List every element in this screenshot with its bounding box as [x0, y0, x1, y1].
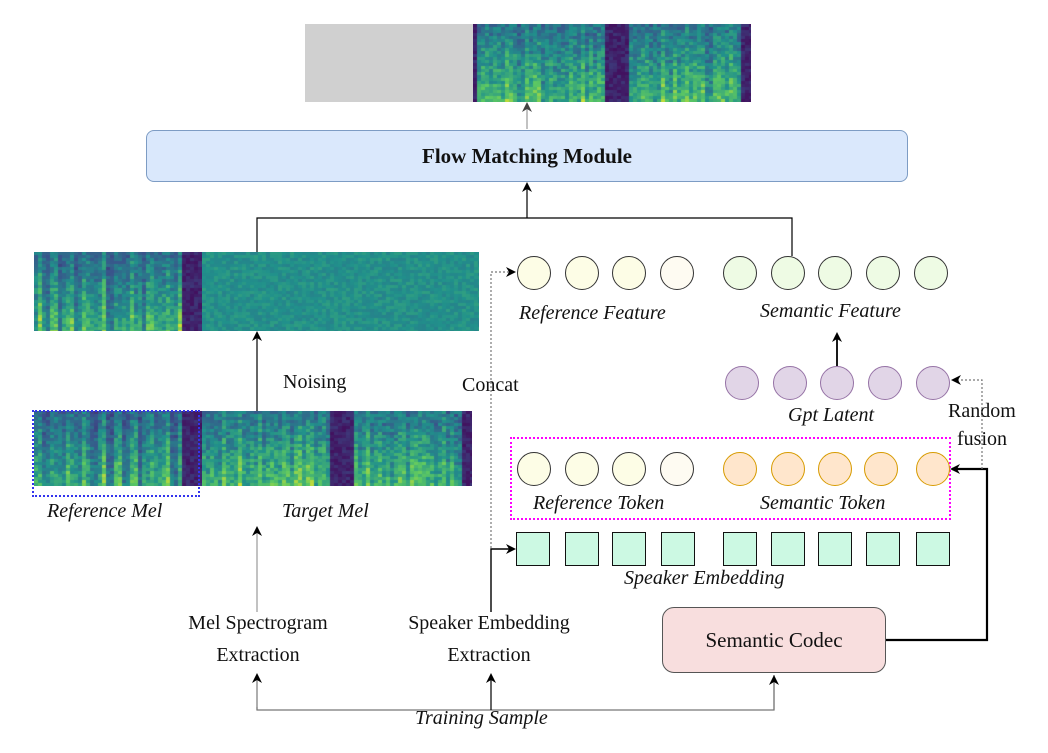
speaker-extraction-line2: Extraction — [447, 644, 531, 666]
gpt-latent-node — [820, 366, 854, 400]
reference-feature-node — [612, 256, 646, 290]
semantic-feature-node — [771, 256, 805, 290]
reference-feature-node — [660, 256, 694, 290]
semantic-feature-node — [866, 256, 900, 290]
reference-feature-node — [517, 256, 551, 290]
gpt-latent-node — [916, 366, 950, 400]
semantic-token-label: Semantic Token — [760, 492, 886, 514]
speaker-embedding-cell — [771, 532, 805, 566]
semantic-token-node — [771, 452, 805, 486]
reference-feature-node — [565, 256, 599, 290]
random-fusion-dotted-line — [951, 375, 983, 469]
masked-region — [305, 24, 473, 102]
speaker-embedding-cell — [723, 532, 757, 566]
speaker-embedding-cell — [818, 532, 852, 566]
reference-token-node — [612, 452, 646, 486]
gpt-latent-node — [725, 366, 759, 400]
noisy-mel-noise-part — [202, 252, 479, 331]
random-fusion-label-line1: Random — [948, 400, 1016, 422]
speaker-embedding-cell — [516, 532, 550, 566]
merge-line — [256, 217, 793, 256]
semantic-codec-label: Semantic Codec — [705, 627, 843, 652]
reference-mel-highlight — [32, 410, 200, 497]
semantic-token-node — [916, 452, 950, 486]
noisy-mel-reference-part — [34, 252, 202, 331]
training-sample-line — [256, 675, 775, 711]
reference-token-label: Reference Token — [533, 492, 665, 514]
semantic-token-node — [864, 452, 898, 486]
semantic-codec-box: Semantic Codec — [662, 607, 886, 673]
speaker-embedding-cell — [916, 532, 950, 566]
mel-extraction-line1: Mel Spectrogram — [188, 612, 328, 634]
reference-token-node — [660, 452, 694, 486]
output-mel-spectrogram — [473, 24, 751, 102]
reference-feature-label: Reference Feature — [519, 302, 666, 324]
semantic-feature-label: Semantic Feature — [760, 300, 901, 322]
mel-extraction-line2: Extraction — [216, 644, 300, 666]
speaker-embedding-arrow — [490, 544, 516, 612]
flow-matching-module: Flow Matching Module — [146, 130, 908, 182]
semantic-feature-node — [914, 256, 948, 290]
concat-label: Concat — [462, 374, 519, 396]
speaker-embedding-cell — [866, 532, 900, 566]
reference-token-node — [517, 452, 551, 486]
reference-token-node — [565, 452, 599, 486]
semantic-token-node — [723, 452, 757, 486]
reference-mel-label: Reference Mel — [47, 500, 163, 522]
random-fusion-label-line2: fusion — [957, 428, 1007, 450]
reference-mel-spectrogram — [34, 411, 202, 486]
gpt-latent-node — [773, 366, 807, 400]
noising-label: Noising — [283, 371, 347, 393]
semantic-feature-node — [818, 256, 852, 290]
target-mel-label: Target Mel — [282, 500, 369, 522]
speaker-extraction-line1: Speaker Embedding — [408, 612, 570, 634]
target-mel-spectrogram — [202, 411, 472, 486]
speaker-embedding-cell — [612, 532, 646, 566]
semantic-token-node — [818, 452, 852, 486]
semantic-feature-node — [723, 256, 757, 290]
gpt-latent-node — [868, 366, 902, 400]
gpt-latent-label: Gpt Latent — [788, 404, 875, 426]
training-sample-label: Training Sample — [415, 707, 548, 729]
speaker-embedding-cell — [661, 532, 695, 566]
speaker-embedding-label: Speaker Embedding — [624, 567, 785, 589]
speaker-embedding-cell — [565, 532, 599, 566]
flow-matching-label: Flow Matching Module — [422, 143, 632, 168]
